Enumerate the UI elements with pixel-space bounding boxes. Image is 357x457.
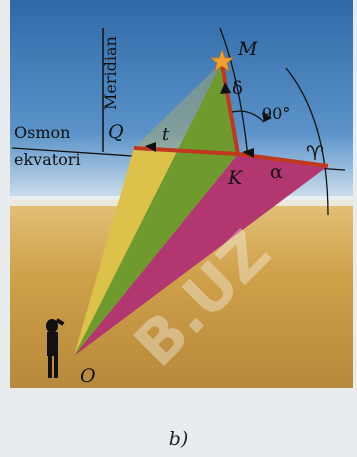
figure-caption: b) (168, 428, 189, 450)
magenta-plane (74, 154, 328, 356)
aries-icon: ♈ (306, 141, 324, 165)
delta-label: δ (232, 78, 243, 99)
osmon-label: Osmon (14, 123, 70, 142)
alpha-label: α (270, 161, 283, 183)
figure-svg: Meridian M δ 90° Q t Osmon ekvatori K α … (10, 0, 353, 388)
celestial-coordinates-figure: Meridian M δ 90° Q t Osmon ekvatori K α … (10, 0, 353, 388)
shadow-plane (74, 62, 222, 356)
angle-90-label: 90° (262, 104, 290, 123)
right-angle-arrowhead (262, 112, 272, 122)
alpha-arrowhead (242, 148, 254, 158)
meridian-label: Meridian (101, 36, 120, 110)
delta-arrowhead (220, 82, 231, 94)
t-label: t (162, 124, 170, 145)
green-plane (74, 62, 238, 356)
point-o-label: O (80, 365, 96, 387)
star-icon (209, 48, 235, 72)
point-q-label: Q (108, 121, 124, 143)
delta-segment (220, 63, 240, 155)
right-angle-arc (231, 110, 265, 123)
hour-circle-arc (219, 27, 249, 159)
ekvatori-label: ekvatori (14, 150, 81, 169)
observer-icon (46, 318, 65, 378)
right-arc (285, 67, 329, 216)
t-arrowhead (145, 142, 156, 152)
point-k-label: K (227, 167, 244, 189)
point-m-label: M (237, 38, 258, 60)
